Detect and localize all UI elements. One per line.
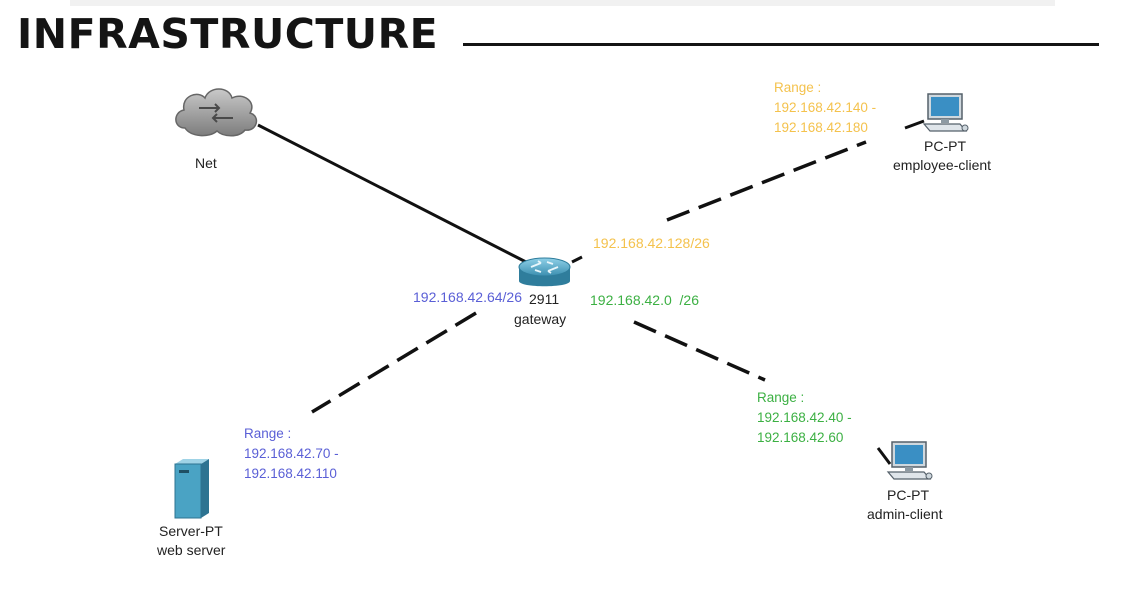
range-employee-end: 192.168.42.180 [774,120,868,135]
server-name: web server [157,542,226,558]
range-server-start: 192.168.42.70 - [244,446,339,461]
page-title: INFRASTRUCTURE [17,10,439,58]
range-employee-start: 192.168.42.140 - [774,100,877,115]
link-net-gateway [257,123,529,265]
subnet-server: 192.168.42.64/26 [413,289,522,305]
admin-name: admin-client [867,506,943,522]
range-admin-end: 192.168.42.60 [757,430,844,445]
link-admin-tail [876,447,892,465]
gateway-name: gateway [514,311,567,327]
range-server-end: 192.168.42.110 [244,466,337,481]
link-employee-tail [904,119,925,130]
gateway-model: 2911 [529,291,560,307]
top-divider [70,0,1055,6]
range-admin-label: Range : [757,390,805,405]
server-model: Server-PT [159,523,223,539]
employee-model: PC-PT [924,138,966,154]
pc-icon[interactable] [886,441,934,483]
link-gateway-employee [571,255,583,264]
range-server-label: Range : [244,426,292,441]
admin-model: PC-PT [887,487,929,503]
cloud-icon [175,88,258,137]
net-label: Net [195,155,217,171]
range-admin-start: 192.168.42.40 - [757,410,852,425]
link-gateway-employee-dashed [666,140,867,222]
title-rule [463,43,1099,46]
subnet-employee: 192.168.42.128/26 [593,235,710,251]
subnet-admin: 192.168.42.0 /26 [590,292,699,308]
server-icon[interactable] [171,458,213,520]
router-icon[interactable] [517,255,572,293]
employee-name: employee-client [893,157,992,173]
range-employee-label: Range : [774,80,822,95]
link-gateway-server-dashed [311,311,477,414]
link-gateway-admin-dashed [633,320,766,382]
pc-icon[interactable] [922,93,970,135]
